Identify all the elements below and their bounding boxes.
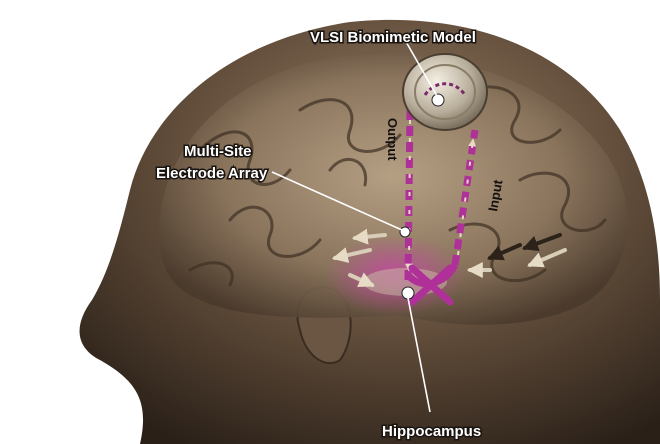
- vlsi-model-label: VLSI Biomimetic Model: [310, 29, 476, 46]
- neural-signal-arrows: [331, 228, 567, 287]
- leader-lines: [271, 39, 438, 413]
- vlsi-chip: [402, 53, 488, 131]
- brain-folds: [188, 85, 607, 287]
- electrode-array-label-line2: Electrode Array: [156, 165, 268, 182]
- electrode-array-label-line1: Multi-Site: [184, 143, 252, 160]
- brain: [158, 54, 628, 325]
- output-label: Output: [385, 118, 400, 161]
- chip-pointer-dot: [431, 93, 445, 107]
- output-pathway: [404, 109, 414, 281]
- hippocampus-pointer-dot: [401, 286, 415, 300]
- hippocampus-label: Hippocampus: [382, 423, 481, 440]
- input-pathway: [451, 129, 479, 266]
- input-label: Input: [485, 178, 505, 213]
- damage-x-marker: [408, 264, 454, 306]
- electrode-pointer-dot: [399, 226, 411, 238]
